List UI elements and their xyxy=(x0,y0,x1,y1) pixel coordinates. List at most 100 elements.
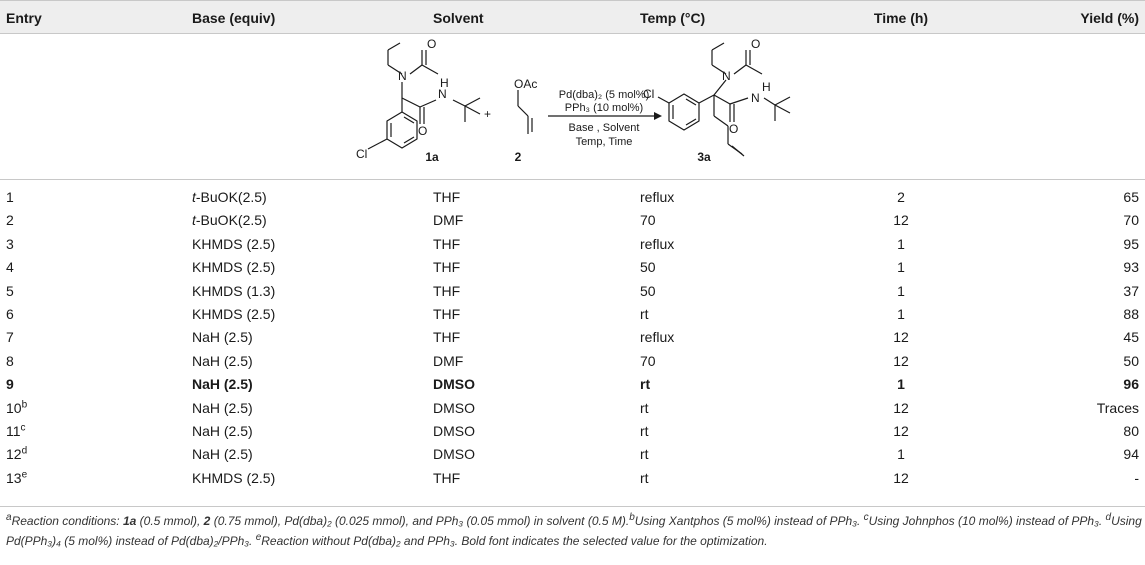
cell-yield: Traces xyxy=(1096,399,1139,416)
cell-base: NaH (2.5) xyxy=(192,352,253,370)
cell-entry: 3 xyxy=(6,235,14,253)
cell-entry: 12d xyxy=(6,445,27,463)
cell-time: 12 xyxy=(893,352,909,369)
cell-temp: rt xyxy=(640,469,649,486)
atom-o-3: O xyxy=(751,37,760,51)
table-row: 7 NaH (2.5) THF reflux 12 45 xyxy=(0,325,1145,348)
cell-temp: 50 xyxy=(640,259,656,276)
footnote-e-mark: e xyxy=(255,532,262,543)
cell-yield: 65 xyxy=(1123,189,1139,205)
header-yield: Yield (%) xyxy=(1080,10,1139,26)
label-2: 2 xyxy=(515,150,522,164)
cell-solvent: THF xyxy=(433,259,461,276)
entry-number: 11 xyxy=(6,423,21,439)
base-value: NaH (2.5) xyxy=(192,352,253,369)
cell-time: 1 xyxy=(897,235,905,252)
footnote-c-mark: c xyxy=(863,512,869,523)
atom-o-1: O xyxy=(427,37,436,51)
cell-temp: 70 xyxy=(640,212,656,229)
footnote-b-text: Using Xantphos (5 mol%) instead of PPh₃. xyxy=(634,514,864,528)
entry-number: 7 xyxy=(6,329,14,346)
label-1a: 1a xyxy=(425,150,439,164)
footnote-d-mark: d xyxy=(1105,512,1112,523)
base-value: -BuOK(2.5) xyxy=(195,189,267,205)
cell-entry: 7 xyxy=(6,328,14,346)
cell-solvent: THF xyxy=(433,329,461,346)
cell-yield: 93 xyxy=(1123,259,1139,276)
cell-solvent: DMF xyxy=(433,212,464,229)
cell-base: NaH (2.5) xyxy=(192,328,253,346)
base-value: NaH (2.5) xyxy=(192,423,253,439)
cell-time: 1 xyxy=(897,446,905,463)
base-value: NaH (2.5) xyxy=(192,376,253,393)
base-value: NaH (2.5) xyxy=(192,329,253,346)
footnote-a-2: 2 xyxy=(203,514,211,528)
cell-solvent: THF xyxy=(433,306,461,322)
entry-number: 6 xyxy=(6,306,14,322)
base-value: -BuOK(2.5) xyxy=(195,212,267,229)
cell-temp: rt xyxy=(640,376,651,393)
entry-number: 13 xyxy=(6,469,22,486)
atom-h-1: H xyxy=(440,76,449,90)
base-value: NaH (2.5) xyxy=(192,399,253,416)
footnote-d-text: Using Pd(PPh₃)₄ (5 mol%) instead of Pd(d… xyxy=(6,514,1142,548)
oac-label: OAc xyxy=(514,77,537,91)
plus-sign: + xyxy=(484,107,491,121)
cell-yield: 50 xyxy=(1123,352,1139,369)
footnote-c-text: Using Johnphos (10 mol%) instead of PPh₃… xyxy=(868,514,1106,528)
header-solvent: Solvent xyxy=(433,10,484,26)
table-bottom-rule xyxy=(0,506,1145,507)
cell-base: NaH (2.5) xyxy=(192,422,253,440)
atom-n-4: N xyxy=(751,91,760,105)
cell-base: KHMDS (1.3) xyxy=(192,282,275,300)
cell-time: 12 xyxy=(893,469,909,486)
cell-base: t-BuOK(2.5) xyxy=(192,211,267,229)
header-temp: Temp (°C) xyxy=(640,10,706,26)
atom-n-3: N xyxy=(722,69,731,83)
cell-yield: 88 xyxy=(1123,306,1139,322)
cell-base: KHMDS (2.5) xyxy=(192,469,275,487)
condition-below-2: Temp, Time xyxy=(576,136,633,148)
cell-yield: - xyxy=(1134,469,1139,486)
entry-footnote-mark: b xyxy=(21,398,28,410)
header-time: Time (h) xyxy=(873,10,929,26)
reaction-scheme-drawing: N O O N H Cl + OAc N O O N H Cl Pd(dba)₂… xyxy=(356,37,791,164)
entry-number: 3 xyxy=(6,235,14,252)
cell-yield: 95 xyxy=(1123,235,1139,252)
cell-temp: rt xyxy=(640,423,649,439)
base-prefix: t xyxy=(192,189,196,205)
cell-base: KHMDS (2.5) xyxy=(192,235,275,253)
entry-number: 10 xyxy=(6,399,22,416)
atom-n-1: N xyxy=(398,69,407,83)
cell-temp: rt xyxy=(640,446,649,463)
entry-footnote-mark: d xyxy=(21,445,28,457)
entry-number: 1 xyxy=(6,189,14,205)
cell-entry: 11c xyxy=(6,422,26,440)
cell-solvent: DMSO xyxy=(433,376,475,393)
cell-entry: 1 xyxy=(6,188,14,206)
base-value: KHMDS (2.5) xyxy=(192,235,276,252)
cell-entry: 6 xyxy=(6,305,14,323)
cell-time: 12 xyxy=(893,399,909,416)
cell-yield: 96 xyxy=(1123,376,1139,393)
footnote-a-text-2: (0.5 mmol), xyxy=(136,514,204,528)
cell-time: 12 xyxy=(893,329,909,346)
cell-temp: reflux xyxy=(640,235,675,252)
cell-solvent: DMF xyxy=(433,352,464,369)
cell-yield: 70 xyxy=(1123,212,1139,229)
cell-solvent: THF xyxy=(433,469,461,486)
footnote-a-text-1: Reaction conditions: xyxy=(11,514,123,528)
base-value: KHMDS (1.3) xyxy=(192,282,276,299)
cell-solvent: DMSO xyxy=(433,446,475,463)
cell-time: 1 xyxy=(897,259,905,276)
cell-entry: 5 xyxy=(6,282,14,300)
cell-yield: 94 xyxy=(1123,446,1139,463)
cell-temp: reflux xyxy=(640,329,675,346)
cell-yield: 45 xyxy=(1123,329,1139,346)
cell-time: 1 xyxy=(897,282,905,299)
